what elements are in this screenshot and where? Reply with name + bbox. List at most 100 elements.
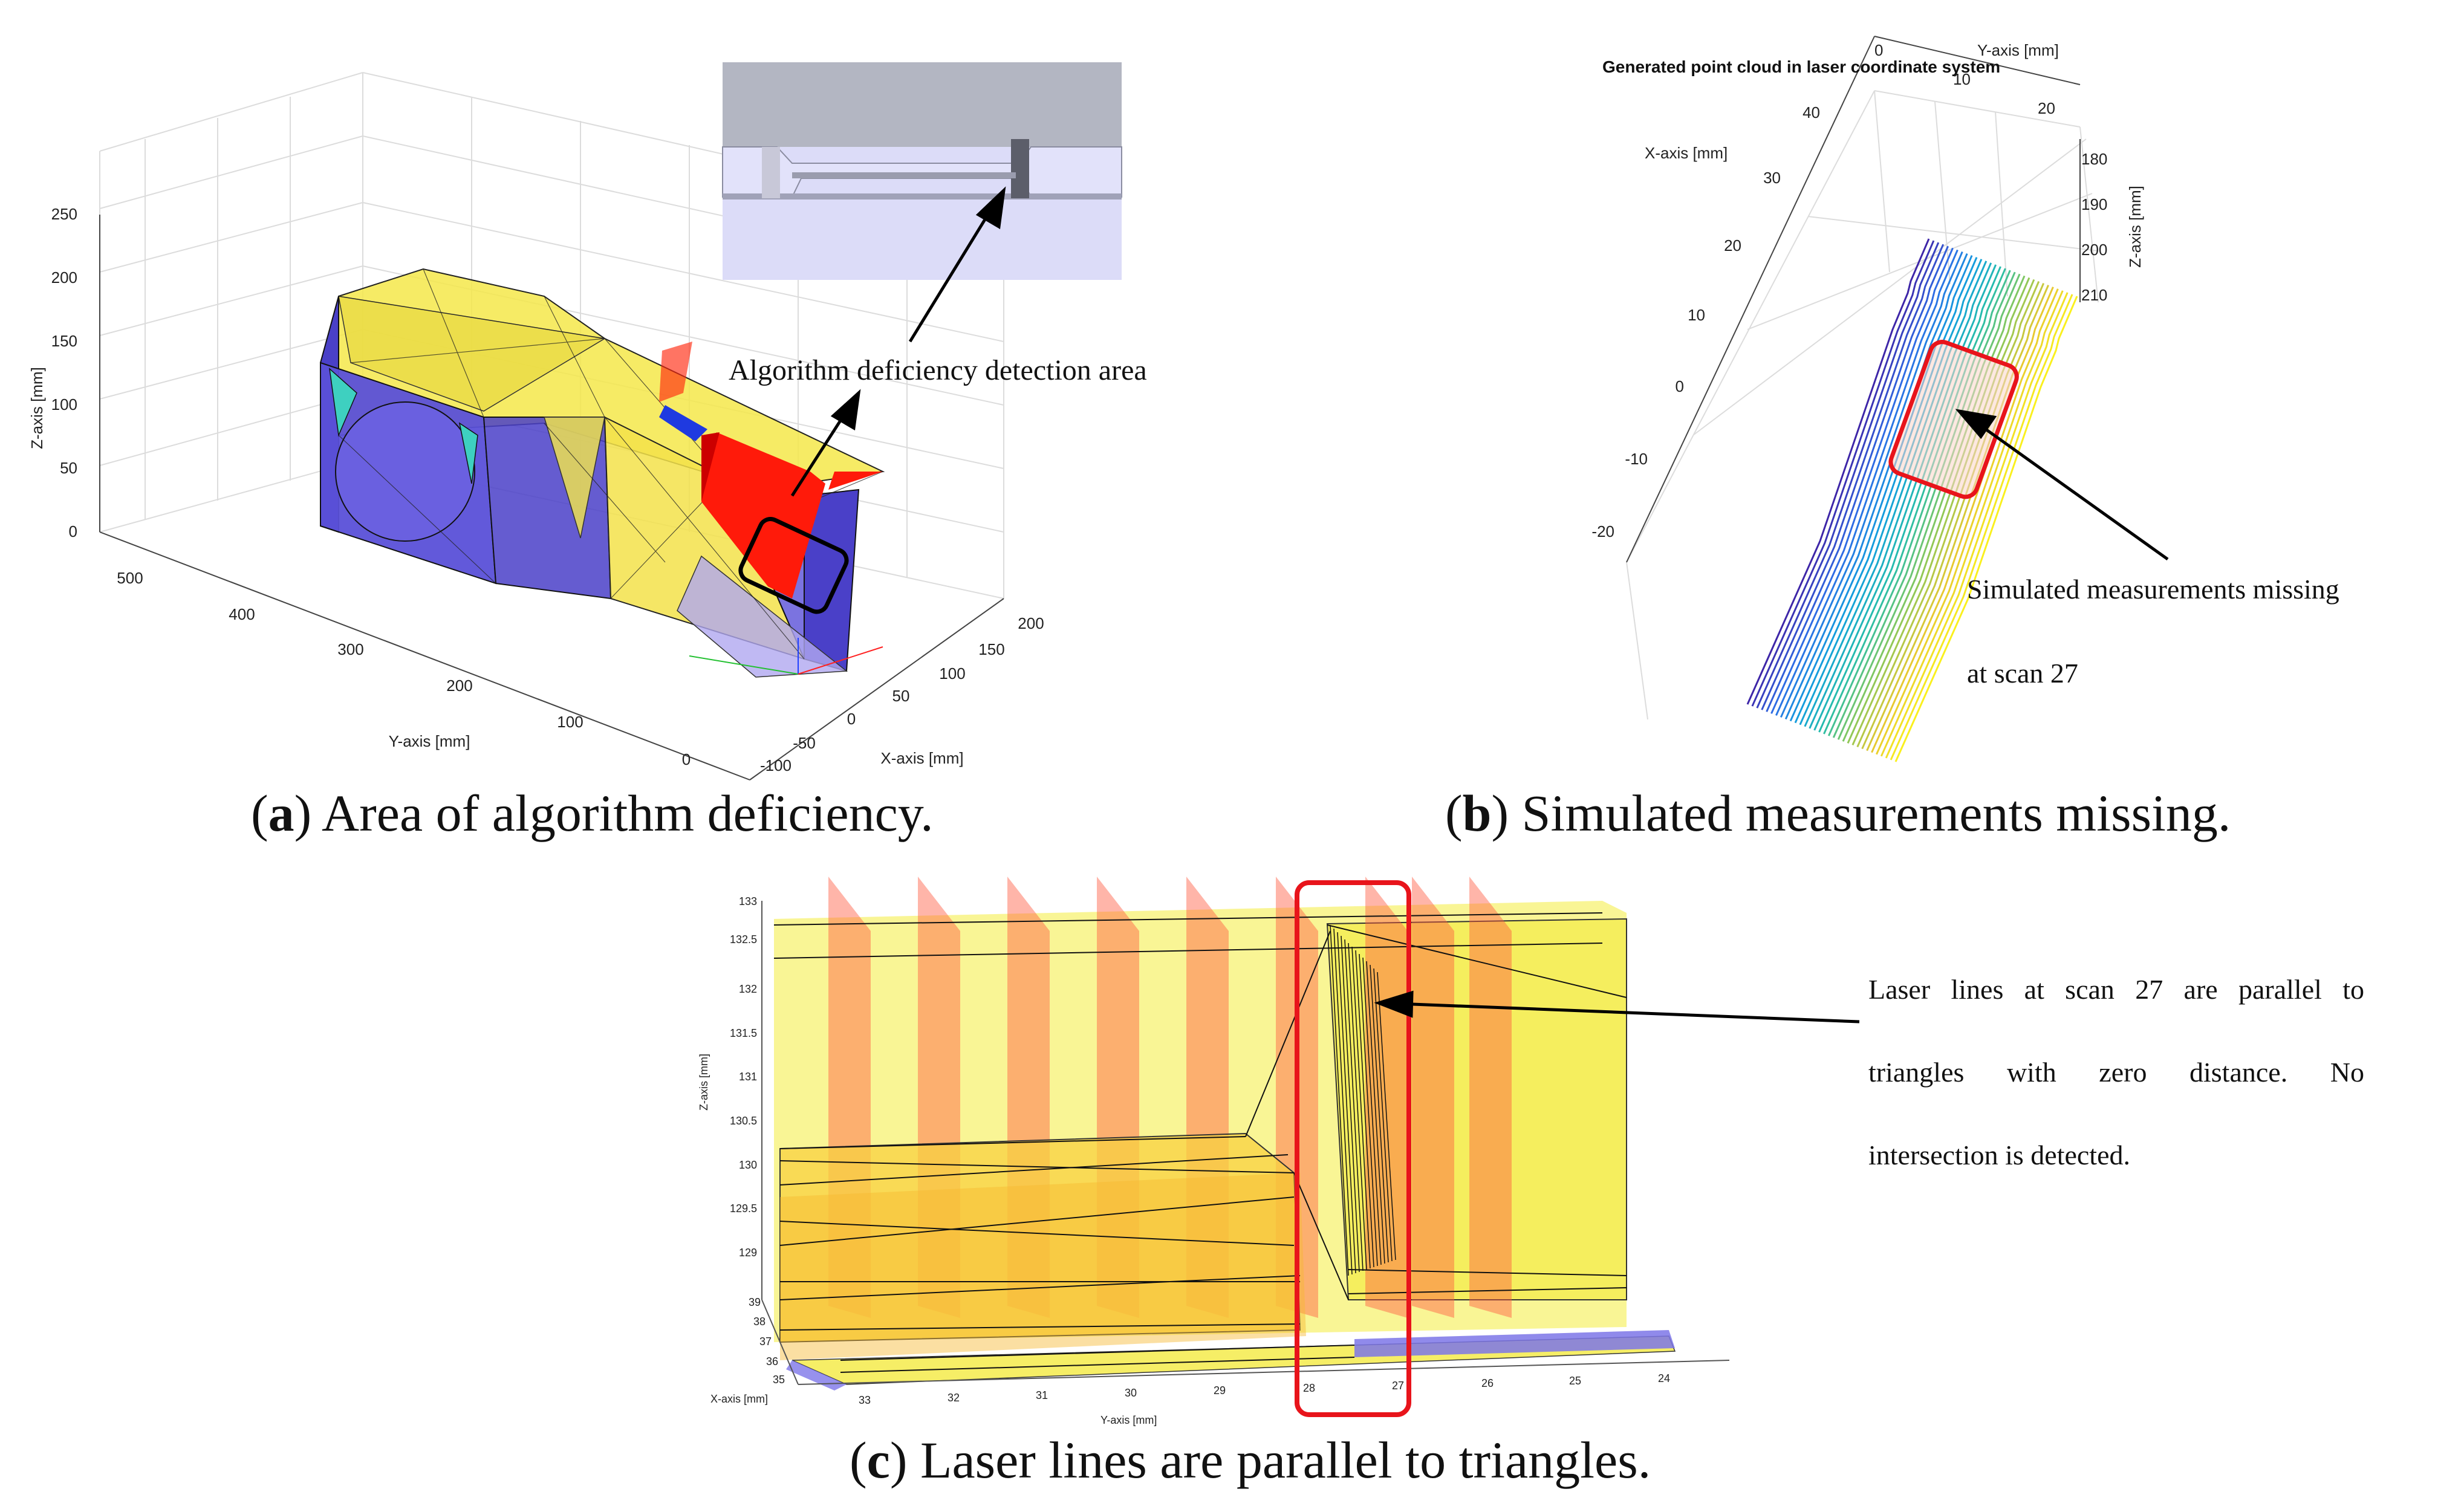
scan-line [1847, 277, 2030, 744]
z-tick: 50 [60, 459, 77, 477]
panel-b-y-axis-label: Y-axis [mm] [1977, 41, 2059, 59]
panel-c-dense-edges [1330, 924, 1396, 1276]
z-tick: 180 [2081, 150, 2107, 168]
panel-c-caption-letter: c [866, 1431, 890, 1489]
panel-a-caption-text: Area of algorithm deficiency. [322, 784, 934, 842]
panel-a-x-ticks: 200 150 100 50 0 -50 -100 [760, 614, 1044, 774]
panel-a-y-axis-label: Y-axis [mm] [389, 732, 470, 750]
panel-c-annotation-line1: Laser lines at scan 27 are parallel to [1868, 974, 2364, 1005]
z-tick: 131.5 [730, 1027, 757, 1039]
x-tick: 30 [1763, 169, 1781, 187]
scan-line [1861, 282, 2045, 750]
y-tick: 300 [337, 640, 363, 658]
scan-line [1746, 238, 1930, 705]
y-tick: 30 [1125, 1387, 1137, 1399]
y-tick: 0 [682, 750, 691, 768]
panel-b-z-ticks: 180 190 200 210 [2081, 150, 2107, 304]
mesh-edge [1330, 924, 1349, 1276]
mesh-edge [1341, 935, 1360, 1273]
scan-line [1856, 281, 2040, 748]
panel-c-arrow [1374, 990, 1860, 1024]
z-tick: 150 [51, 332, 77, 350]
scan-line [1784, 253, 1968, 720]
x-tick: 150 [978, 640, 1004, 658]
y-tick: 29 [1214, 1384, 1226, 1397]
panel-b-caption: (b) Simulated measurements missing. [1445, 784, 2231, 842]
panel-a: Z-axis [mm] Y-axis [mm] X-axis [mm] 250 … [0, 0, 1240, 804]
scan-line [1794, 257, 1978, 724]
panel-b-axes [1626, 36, 2081, 563]
panel-c-x-axis-label: X-axis [mm] [710, 1393, 768, 1405]
panel-a-caption: (a) Area of algorithm deficiency. [251, 784, 934, 842]
z-tick: 133 [739, 895, 757, 907]
y-tick: 0 [1874, 41, 1883, 59]
z-tick: 132.5 [730, 933, 757, 946]
mesh-edge [1366, 961, 1385, 1264]
scan-line [1789, 255, 1973, 722]
panel-b-z-axis-label: Z-axis [mm] [2126, 186, 2144, 268]
scan-line [1756, 242, 1940, 709]
scan-line [1880, 290, 2064, 757]
z-tick: 200 [51, 268, 77, 287]
panel-b-annotation-line1: Simulated measurements missing [1967, 574, 2339, 605]
x-tick: 100 [939, 664, 965, 683]
y-tick: 200 [446, 677, 472, 695]
panel-a-inset [722, 62, 1122, 280]
mesh-edge [1362, 957, 1382, 1265]
panel-a-z-ticks: 250 200 150 100 50 0 [51, 205, 77, 540]
x-tick: 35 [773, 1374, 785, 1386]
panel-b-title: Generated point cloud in laser coordinat… [1602, 57, 2000, 76]
x-tick: 10 [1688, 306, 1705, 324]
panel-a-y-ticks: 500 400 300 200 100 0 [117, 569, 691, 768]
laser-blue-marker [659, 405, 707, 441]
panel-b-y-ticks: 0 10 20 [1874, 41, 2055, 117]
panel-a-mesh-model [320, 268, 885, 678]
laser-plane-small [659, 342, 692, 402]
panel-c-x-ticks: 39 38 37 36 35 [749, 1296, 785, 1386]
panel-c-z-axis-label: Z-axis [mm] [698, 1054, 710, 1111]
scan-line [1842, 275, 2026, 742]
x-tick: 40 [1802, 103, 1820, 122]
x-tick: 36 [766, 1355, 778, 1368]
scan-line [1827, 270, 2011, 736]
panel-c-caption-text: Laser lines are parallel to triangles. [920, 1431, 1651, 1489]
scan-line [1818, 266, 2001, 733]
scan-line [1885, 292, 2069, 759]
mesh-edge [1351, 946, 1371, 1269]
scan-line [1775, 249, 1959, 716]
panel-b-plot: Generated point cloud in laser coordinat… [1591, 36, 2169, 762]
laser-plane [1469, 877, 1512, 1318]
panel-b-arrow [1955, 409, 2169, 561]
panel-c-y-axis-label: Y-axis [mm] [1100, 1414, 1157, 1426]
z-tick: 130.5 [730, 1115, 757, 1127]
panel-c: Z-axis [mm] X-axis [mm] Y-axis [mm] 133 … [689, 858, 2438, 1451]
x-tick: 50 [892, 687, 910, 705]
x-tick: 0 [847, 710, 856, 728]
mesh-edge [1348, 943, 1367, 1270]
z-tick: 200 [2081, 241, 2107, 259]
mesh-edge [1333, 928, 1353, 1275]
y-tick: 24 [1658, 1372, 1670, 1384]
panel-a-plot: Z-axis [mm] Y-axis [mm] X-axis [mm] 250 … [28, 62, 1122, 780]
laser-sensor-block [701, 432, 825, 599]
panel-b-grid [1626, 90, 2099, 720]
panel-c-annotation-line2: triangles with zero distance. No [1868, 1057, 2364, 1088]
z-tick: 100 [51, 395, 77, 414]
panel-a-z-axis-label: Z-axis [mm] [28, 367, 46, 449]
panel-b-x-ticks: 40 30 20 10 0 -10 -20 [1591, 103, 1820, 540]
z-tick: 0 [69, 522, 77, 540]
mesh-edge [1344, 939, 1364, 1271]
x-tick: 200 [1018, 614, 1044, 632]
mesh-edge [1373, 968, 1393, 1262]
panel-b-scan-lines [1746, 238, 2078, 762]
z-tick: 250 [51, 205, 77, 223]
y-tick: 500 [117, 569, 143, 587]
scan-line [1809, 262, 1992, 729]
x-tick: 20 [1724, 236, 1741, 255]
mesh-edge [1355, 950, 1374, 1268]
panel-c-axes [761, 901, 1730, 1385]
panel-a-caption-letter: a [268, 784, 294, 842]
panel-c-plot: Z-axis [mm] X-axis [mm] Y-axis [mm] 133 … [698, 877, 1860, 1426]
scan-line [1780, 251, 1963, 718]
scan-line [1832, 271, 2016, 738]
